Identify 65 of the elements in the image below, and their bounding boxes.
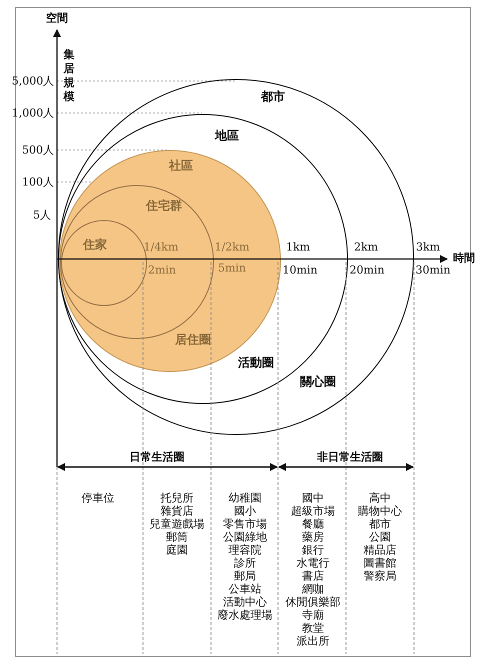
facility-name: 餐廳: [302, 518, 324, 530]
facility-name: 購物中心: [358, 504, 402, 518]
facility-name: 公園綠地: [223, 530, 267, 544]
facility-name: 精品店: [364, 544, 396, 556]
axis-title: 時間: [453, 252, 475, 264]
facility-name: 圖書館: [364, 556, 396, 570]
facility-name: 國中: [302, 492, 324, 504]
axis-label: 集居規模: [63, 48, 75, 104]
facility-name: 托兒所: [160, 492, 194, 504]
circle-label: 社區: [169, 158, 193, 174]
facility-name: 郵局: [234, 570, 256, 582]
facility-name: 幼稚園: [228, 492, 262, 504]
tick-label: 1,000人: [12, 106, 54, 120]
circle-label: 地區: [215, 128, 239, 144]
facility-name: 庭園: [166, 544, 188, 556]
facility-name: 高中: [369, 492, 391, 504]
facility-name: 警察局: [364, 570, 396, 582]
facility-name: 郵筒: [166, 530, 188, 544]
facility-name: 零售市場: [223, 518, 267, 530]
facility-name: 休閒俱樂部: [286, 596, 340, 608]
facility-name: 派出所: [296, 634, 330, 648]
facility-name: 理容院: [228, 544, 262, 556]
facility-name: 藥房: [302, 530, 324, 544]
facility-name: 網咖: [302, 582, 324, 596]
circle-label: 都市: [261, 88, 285, 106]
facility-name: 廢水處理場: [218, 608, 272, 622]
facility-name: 水電行: [296, 556, 330, 570]
facility-name: 國小: [234, 504, 256, 518]
tick-label: 5min: [218, 262, 246, 274]
facility-name: 書店: [302, 570, 324, 582]
facility-name: 診所: [234, 556, 256, 570]
facility-name: 雜貨店: [160, 504, 194, 518]
tick-label: 5人: [33, 208, 51, 222]
tick-label: 100人: [22, 176, 54, 188]
circle-label: 住家: [83, 236, 107, 254]
range-label: 非日常生活圈: [317, 450, 383, 464]
facility-name: 銀行: [302, 544, 324, 556]
facility-name: 超級市場: [291, 504, 335, 518]
range-label: 日常生活圈: [130, 450, 184, 464]
tick-label: 1/4km: [144, 240, 178, 254]
tick-label: 500人: [22, 144, 54, 156]
circle: [58, 114, 348, 404]
circle-label: 居住圈: [175, 332, 211, 348]
facility-name: 停車位: [82, 492, 114, 504]
tick-label: 30min: [415, 264, 451, 276]
facility-name: 寺廟: [302, 608, 324, 622]
facility-name: 公車站: [228, 582, 262, 596]
facility-name: 公園: [369, 530, 391, 544]
facility-name: 兒童遊戲場: [150, 518, 204, 530]
ring-label: 活動圈: [238, 356, 274, 370]
tick-label: 1km: [286, 240, 310, 254]
facility-name: 教堂: [302, 622, 324, 634]
tick-label: 1/2km: [214, 240, 250, 254]
facility-name: 都市: [369, 518, 391, 530]
circle-label: 住宅群: [146, 198, 182, 214]
ring-label: 關心圈: [300, 376, 336, 388]
facility-name: 活動中心: [223, 596, 267, 608]
tick-label: 2min: [148, 264, 176, 276]
tick-label: 3km: [416, 240, 440, 254]
circle: [61, 220, 147, 306]
tick-label: 10min: [282, 264, 318, 276]
tick-label: 2km: [354, 240, 378, 254]
tick-label: 5,000人: [12, 74, 54, 88]
tick-label: 20min: [349, 264, 385, 276]
axis-title: 空間: [46, 12, 68, 24]
